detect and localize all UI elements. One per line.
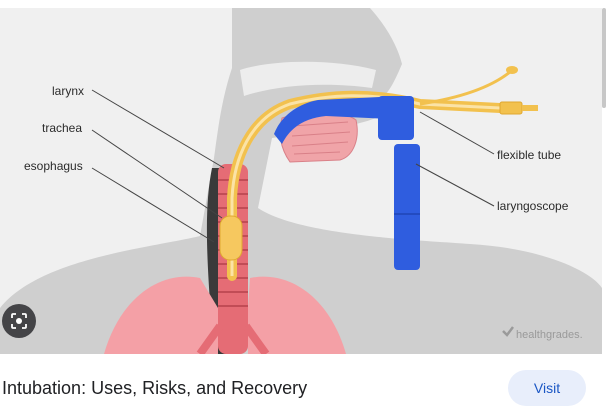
label-flexible-tube: flexible tube [497,148,561,162]
label-laryngoscope: laryngoscope [497,199,569,213]
laryngoscope-head [378,96,414,140]
intubation-illustration: larynx trachea esophagus flexible tube l… [0,8,602,354]
watermark-text: healthgrades. [516,329,583,341]
head-silhouette [0,8,602,354]
visit-button[interactable]: Visit [508,370,586,406]
result-image[interactable]: larynx trachea esophagus flexible tube l… [0,8,602,354]
left-lung [104,276,218,354]
lens-search-icon [11,313,27,329]
result-title[interactable]: Intubation: Uses, Risks, and Recovery [2,378,308,398]
label-trachea: trachea [42,121,82,135]
tube-cuff [219,215,243,261]
laryngoscope-handle [394,144,420,270]
tube-connector [499,101,523,115]
nasal-cavity [240,61,376,96]
right-lung [248,276,346,354]
laryngoscope-blade [274,96,412,144]
label-larynx: larynx [52,84,84,98]
healthgrades-logo-icon [502,326,514,337]
lens-search-button[interactable] [2,304,36,338]
scrollbar[interactable] [602,8,606,108]
label-esophagus: esophagus [24,159,83,173]
